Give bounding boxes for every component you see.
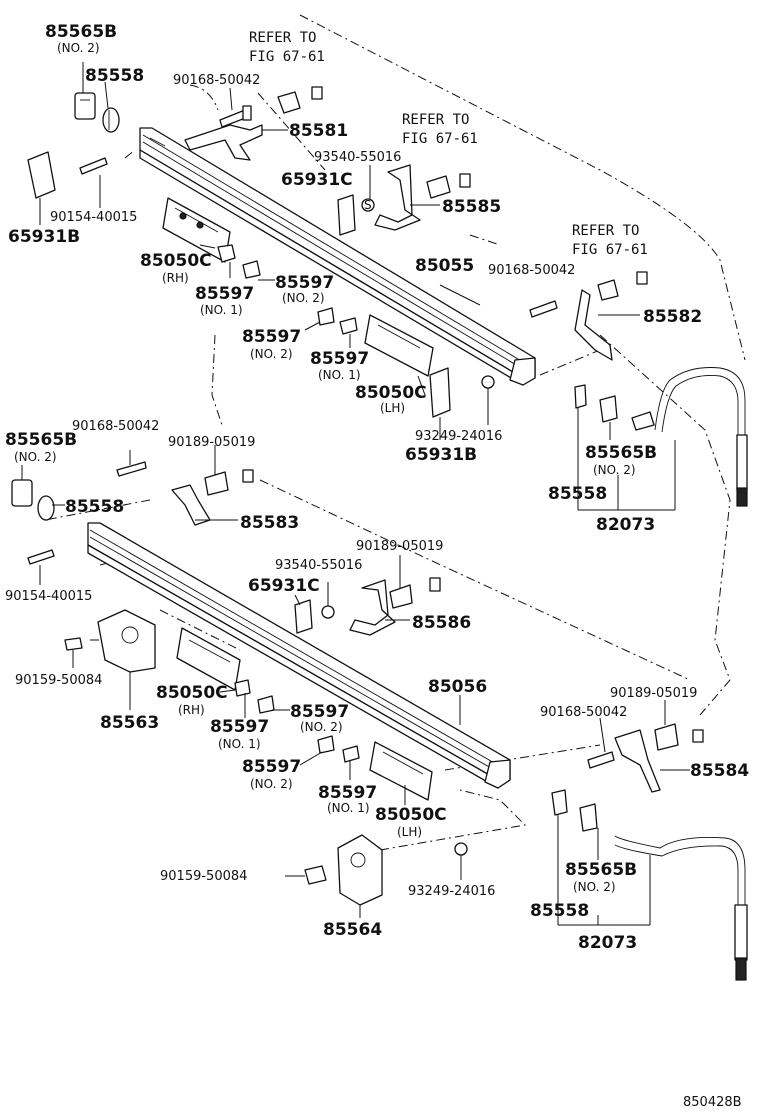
label-90159-50084: 90159-50084 <box>160 869 247 884</box>
label-85565b: 85565B <box>45 22 117 42</box>
label-93540-55016: 93540-55016 <box>275 558 362 573</box>
label-85050c: 85050C <box>355 383 427 403</box>
label-65931b: 65931B <box>8 227 80 247</box>
label-90168-50042: 90168-50042 <box>72 419 159 434</box>
label-85565b: 85565B <box>585 443 657 463</box>
label-65931b: 65931B <box>405 445 477 465</box>
label-90189-05019: 90189-05019 <box>168 435 255 450</box>
label-refer-to: REFER TO <box>249 30 316 46</box>
label-90189-05019: 90189-05019 <box>610 686 697 701</box>
label-85558: 85558 <box>530 901 589 921</box>
label-rh: (RH) <box>162 271 189 285</box>
label-85597: 85597 <box>310 349 369 369</box>
label-90168-50042: 90168-50042 <box>540 705 627 720</box>
label-no1: (NO. 1) <box>327 801 370 815</box>
label-85582: 85582 <box>643 307 702 327</box>
label-85583: 85583 <box>240 513 299 533</box>
label-no1: (NO. 1) <box>200 303 243 317</box>
label-no2: (NO. 2) <box>573 880 616 894</box>
label-90168-50042: 90168-50042 <box>488 263 575 278</box>
label-85565b: 85565B <box>5 430 77 450</box>
label-90154-40015: 90154-40015 <box>50 210 137 225</box>
label-no2: (NO. 2) <box>57 41 100 55</box>
label-fig: FIG 67-61 <box>402 131 478 147</box>
upper-parts: S <box>27 86 748 507</box>
label-65931c: 65931C <box>248 576 320 596</box>
label-85050c: 85050C <box>156 683 228 703</box>
label-85581: 85581 <box>289 121 348 141</box>
label-85597: 85597 <box>275 273 334 293</box>
upper-rail-85055 <box>139 127 536 386</box>
label-refer-to: REFER TO <box>572 223 639 239</box>
lower-parts <box>11 461 748 981</box>
label-85597: 85597 <box>290 702 349 722</box>
label-85565b: 85565B <box>565 860 637 880</box>
figure-code: 850428B <box>683 1095 742 1110</box>
label-no1: (NO. 1) <box>318 368 361 382</box>
label-85056: 85056 <box>428 677 487 697</box>
label-93249-24016: 93249-24016 <box>415 429 502 444</box>
label-90189-05019: 90189-05019 <box>356 539 443 554</box>
label-lh: (LH) <box>397 825 422 839</box>
label-no2: (NO. 2) <box>250 777 293 791</box>
label-82073: 82073 <box>578 933 637 953</box>
label-65931c: 65931C <box>281 170 353 190</box>
label-no2: (NO. 2) <box>300 720 343 734</box>
label-85558: 85558 <box>85 66 144 86</box>
part-labels: 85565B (NO. 2) 85558 90168-50042 REFER T… <box>5 22 749 1110</box>
s-mark: S <box>364 198 372 212</box>
label-fig: FIG 67-61 <box>249 49 325 65</box>
label-85050c: 85050C <box>140 251 212 271</box>
label-no2: (NO. 2) <box>250 347 293 361</box>
label-90168-50042: 90168-50042 <box>173 73 260 88</box>
label-85597: 85597 <box>210 717 269 737</box>
label-no2: (NO. 2) <box>282 291 325 305</box>
label-93249-24016: 93249-24016 <box>408 884 495 899</box>
leader-lines <box>21 62 690 926</box>
label-85586: 85586 <box>412 613 471 633</box>
lower-rail-85056 <box>87 522 511 789</box>
label-85558: 85558 <box>65 497 124 517</box>
phantom-lines <box>44 14 746 851</box>
label-refer-to: REFER TO <box>402 112 469 128</box>
label-85597: 85597 <box>195 284 254 304</box>
label-no2: (NO. 2) <box>593 463 636 477</box>
label-85558: 85558 <box>548 484 607 504</box>
label-fig: FIG 67-61 <box>572 242 648 258</box>
label-85055: 85055 <box>415 256 474 276</box>
label-85597: 85597 <box>242 757 301 777</box>
label-85563: 85563 <box>100 713 159 733</box>
label-85050c: 85050C <box>375 805 447 825</box>
label-85597: 85597 <box>242 327 301 347</box>
label-85597: 85597 <box>318 783 377 803</box>
label-lh: (LH) <box>380 401 405 415</box>
label-82073: 82073 <box>596 515 655 535</box>
label-85585: 85585 <box>442 197 501 217</box>
label-rh: (RH) <box>178 703 205 717</box>
label-93540-55016: 93540-55016 <box>314 150 401 165</box>
label-no2: (NO. 2) <box>14 450 57 464</box>
label-90154-40015: 90154-40015 <box>5 589 92 604</box>
label-90159-50084: 90159-50084 <box>15 673 102 688</box>
label-85584: 85584 <box>690 761 749 781</box>
label-85564: 85564 <box>323 920 382 940</box>
label-no1: (NO. 1) <box>218 737 261 751</box>
